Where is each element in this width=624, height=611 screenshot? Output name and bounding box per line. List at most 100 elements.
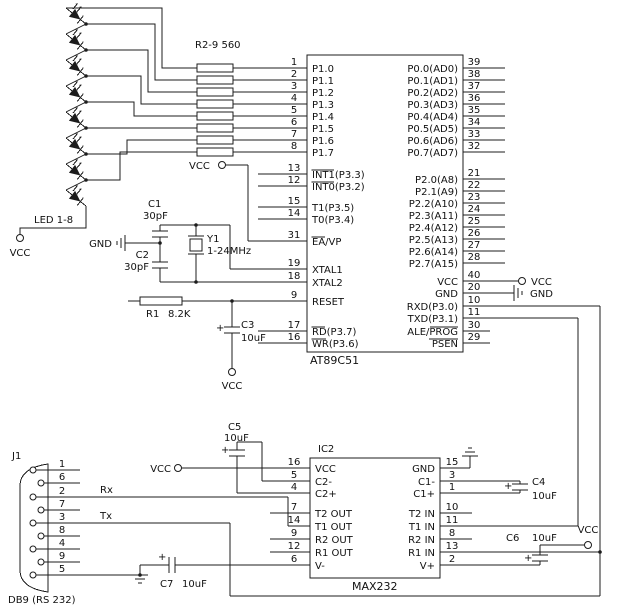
gnd-symbol [461,447,479,457]
pin-number: 40 [468,270,481,281]
wire [86,151,197,181]
pin-label: P1.2 [312,88,334,99]
component-value: 10uF [224,433,249,444]
wire [65,101,87,113]
component-value: 10uF [182,579,207,590]
vcc-symbol [16,234,24,242]
pin-number: 7 [291,129,297,140]
ic-designator: IC2 [318,444,334,455]
pin-label: P1.0 [312,64,334,75]
wire [66,7,197,69]
pin-label: WR(P3.6) [312,339,359,350]
db9-pin [29,571,37,579]
junction-dot [84,22,88,26]
component-label: C1 [148,199,161,210]
pin-number: 1 [291,57,297,68]
resistor [196,63,234,73]
pin-number: 20 [468,282,481,293]
pin-label: EA/VP [312,237,341,248]
db9-pin [29,545,37,553]
component-label: R1 [146,309,159,320]
component-label: C3 [241,320,254,331]
junction-layer [84,22,602,577]
component-value: 10uF [532,533,557,544]
pin-number: 11 [468,307,481,318]
db9-pin-number: 8 [59,525,65,536]
vcc-symbol [218,161,226,169]
resistor [196,111,234,121]
power-label: VCC [10,248,31,259]
pin-label: P2.0(A8) [415,175,458,186]
pin-number: 10 [468,295,481,306]
pin-label: P2.6(A14) [409,247,458,258]
component-value: 30pF [124,262,149,273]
polarity-mark: + [216,323,224,334]
wire [65,179,87,191]
capv-symbol [531,554,549,562]
pin-label: T2 OUT [314,509,353,520]
db9-pin-number: 5 [59,564,65,575]
wire [86,23,197,81]
pin-number: 2 [291,69,297,80]
pin-label: P0.2(AD2) [407,88,458,99]
wire [86,101,197,117]
component-label: C6 [506,533,519,544]
pin-number: 13 [288,163,301,174]
db9-pin-number: 1 [59,459,65,470]
component-label: C7 [160,579,173,590]
junction-dot [84,48,88,52]
pin-label: RD(P3.7) [312,327,356,338]
pin-label: P1.6 [312,136,334,147]
component-value: 1-24MHz [207,246,251,257]
component-label: LED 1-8 [34,215,73,226]
pin-label: P2.7(A15) [409,259,458,270]
pin-number: 24 [468,204,481,215]
junction-dot [230,299,234,303]
pin-label: VCC [315,464,336,475]
max232-body [309,457,441,579]
pin-label: INT0(P3.2) [312,182,365,193]
pin-label: R1 IN [408,548,435,559]
junction-dot [84,74,88,78]
resistor [196,87,234,97]
pin-label: C2+ [315,489,337,500]
pin-label: XTAL1 [312,265,343,276]
pin-number: 38 [468,69,481,80]
db9-pin-number: 7 [59,499,65,510]
pin-label: P0.5(AD5) [407,124,458,135]
pin-number: 22 [468,180,481,191]
power-label: VCC [150,464,171,475]
pin-label: T1 IN [408,522,435,533]
vcc-symbol [174,464,182,472]
pin-number: 5 [291,470,297,481]
pin-number: 15 [288,196,301,207]
pin-number: 3 [449,470,455,481]
pin-number: 8 [449,528,455,539]
power-label: GND [89,239,112,250]
power-label: VCC [531,277,552,288]
db9-pin [37,479,45,487]
resistor [139,296,183,306]
pin-label: GND [412,464,435,475]
pin-label: P0.1(AD1) [407,76,458,87]
pin-number: 4 [291,482,297,493]
pin-label: C2- [315,477,332,488]
junction-dot [158,241,162,245]
pin-number: 17 [288,320,301,331]
pin-label: P2.4(A12) [409,223,458,234]
pin-number: 27 [468,240,481,251]
pin-number: 30 [468,320,481,331]
db9-pin-number: 3 [59,512,65,523]
pin-number: 7 [291,502,297,513]
wires-layer [19,7,601,597]
power-label: GND [530,289,553,300]
vcc-symbol [584,541,592,549]
pin-label: P2.5(A13) [409,235,458,246]
pin-number: 11 [446,515,459,526]
ic-name: AT89C51 [310,354,359,367]
pin-label: P1.1 [312,76,334,87]
resistor [196,75,234,85]
pin-number: 32 [468,141,481,152]
pin-number: 10 [446,502,459,513]
